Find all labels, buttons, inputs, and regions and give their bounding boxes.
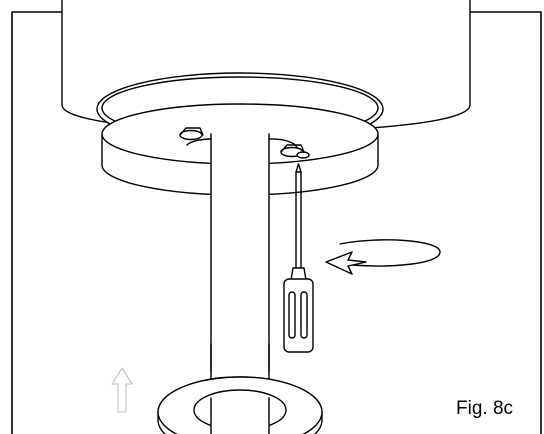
up-arrow [111, 367, 133, 413]
canopy-cover-ring [157, 376, 323, 434]
downrod-upper [210, 133, 270, 373]
rotation-arrow [325, 239, 441, 275]
mounting-screws [179, 127, 310, 159]
screwdriver [283, 163, 314, 353]
figure-caption: Fig. 8c [456, 398, 514, 419]
